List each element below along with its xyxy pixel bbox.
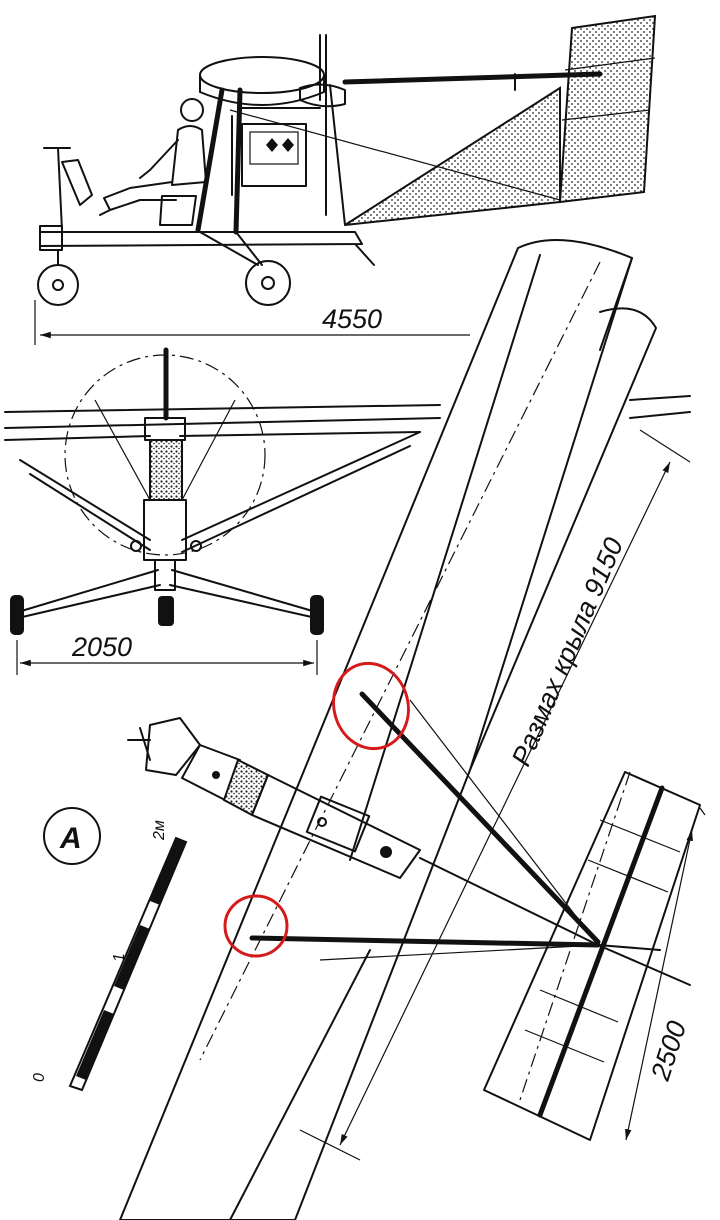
track-dimension: 2050 bbox=[16, 632, 318, 675]
front-view bbox=[4, 347, 441, 635]
scale-middle-label: 1 bbox=[111, 953, 128, 962]
engine-cowl bbox=[199, 56, 325, 94]
engine-block bbox=[241, 123, 307, 187]
stabilizer bbox=[483, 771, 701, 1141]
side-view bbox=[37, 14, 657, 306]
right-wheel bbox=[310, 595, 324, 635]
nose-wheel-front bbox=[158, 596, 174, 626]
top-view bbox=[119, 239, 701, 1220]
wingspan-label: Размах крыла 9150 bbox=[506, 533, 629, 770]
wingspan-dimension: Размах крыла 9150 bbox=[299, 429, 691, 1161]
left-wheel bbox=[10, 595, 24, 635]
scale-bar: 2м 1 0 bbox=[31, 820, 188, 1092]
highlight-lower-attachment bbox=[223, 894, 289, 958]
highlight-upper-attachment bbox=[332, 661, 410, 751]
main-wheel bbox=[245, 260, 291, 306]
view-label-text: A bbox=[59, 822, 82, 855]
length-label: 4550 bbox=[322, 304, 382, 334]
pilot-figure bbox=[99, 98, 207, 216]
nose-wheel bbox=[37, 264, 79, 306]
rudder bbox=[558, 14, 657, 204]
view-label: A bbox=[43, 807, 101, 865]
tail-fabric bbox=[344, 86, 561, 226]
scale-bottom-label: 0 bbox=[31, 1073, 48, 1082]
stabilizer-label: 2500 bbox=[645, 1017, 692, 1084]
track-label: 2050 bbox=[71, 632, 132, 662]
scale-top-label: 2м bbox=[151, 820, 168, 841]
length-dimension: 4550 bbox=[34, 300, 470, 345]
